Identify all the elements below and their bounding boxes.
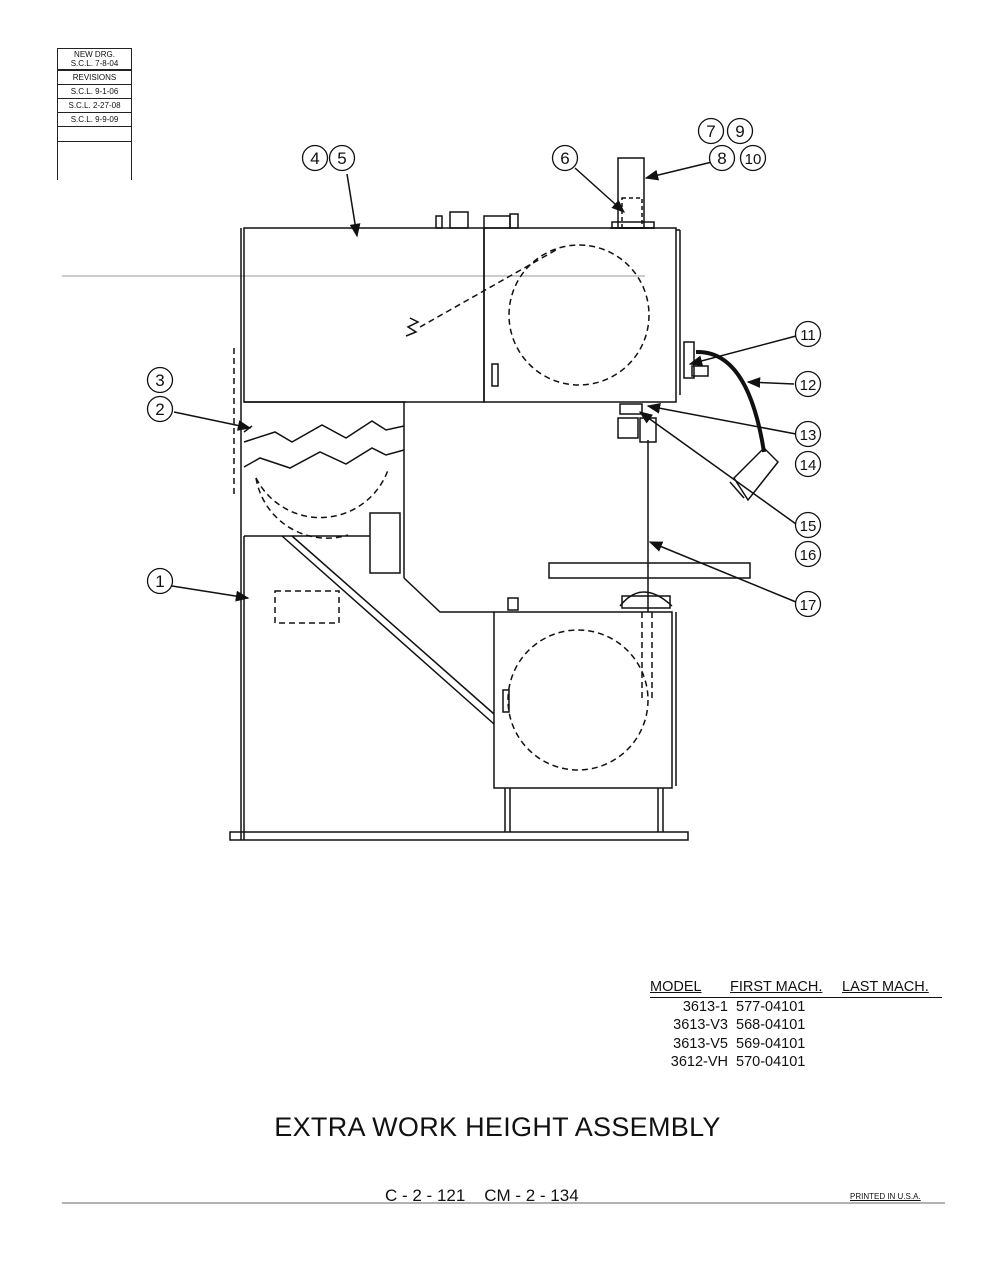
callout-3 [146,366,174,394]
first-mach-cell: 570-04101 [736,1054,806,1070]
work-table [548,562,751,579]
callout-17 [794,590,822,618]
revision-entry: S.C.L. 9-1-06 [58,85,131,99]
upper-wheel [508,244,650,386]
header-first-mach: FIRST MACH. [730,979,823,995]
callout-8 [708,144,736,172]
model-table-row: 3613-V5 569-04101 [650,1035,942,1054]
revision-entry: S.C.L. 9-9-09 [58,113,131,127]
callout-label: 2 [155,400,164,419]
upper-housing [243,227,485,403]
model-table-row: 3613-1 577-04101 [650,998,942,1017]
callout-4 [301,144,329,172]
column-window [369,512,401,574]
callout-label: 8 [717,149,726,168]
first-mach-cell: 568-04101 [736,1017,806,1033]
callout-label: 3 [155,371,164,390]
callout-label: 7 [706,122,715,141]
model-cell: 3613-V5 [673,1035,728,1052]
base-plate [229,831,689,841]
callout-label: 16 [800,547,817,564]
callout-7 [697,117,725,145]
callout-label: 10 [745,151,762,168]
model-table: MODEL FIRST MACH. LAST MACH. 3613-1 577-… [650,978,942,1072]
callout-label: 12 [800,377,817,394]
callout-label: 15 [800,518,817,535]
callout-label: 9 [735,122,744,141]
callout-9 [726,117,754,145]
header-model: MODEL [650,979,702,995]
column-outline [403,577,494,613]
first-mach-cell: 577-04101 [736,998,806,1015]
model-table-header: MODEL FIRST MACH. LAST MACH. [650,978,942,998]
revisions-header: REVISIONS [58,70,131,85]
callout-label: 14 [800,457,817,474]
nameplate [274,590,340,624]
header-last-mach: LAST MACH. [842,979,929,995]
callout-14 [794,450,822,478]
model-cell: 3613-1 [682,998,728,1015]
callout-11 [794,320,822,348]
revision-text: NEW DRG. [74,50,115,59]
revision-new-drawing: NEW DRG. S.C.L. 7-8-04 [58,48,131,70]
callout-16 [794,540,822,568]
lamp-gooseneck [695,349,766,453]
printed-in-label: PRINTED IN U.S.A. [850,1192,921,1201]
callout-12 [794,370,822,398]
callout-label: 17 [800,597,817,614]
callout-label: 5 [337,149,346,168]
callout-1 [146,567,174,595]
callout-13 [794,420,822,448]
upper-cover-latch [491,363,499,387]
callout-10 [739,144,767,172]
brace-line [281,535,495,725]
break-line-lower [243,447,405,469]
first-mach-cell: 569-04101 [736,1035,806,1052]
callout-label: 11 [800,327,816,344]
drawing-title: EXTRA WORK HEIGHT ASSEMBLY [274,1112,721,1142]
table-trunnion [619,591,673,607]
model-table-row: 3613-V3 568-04101 [650,1016,942,1035]
revision-block: NEW DRG. S.C.L. 7-8-04 REVISIONS S.C.L. … [57,48,132,180]
lower-wheel [507,629,649,771]
revision-entry: S.C.L. 2-27-08 [58,99,131,113]
break-line-upper [243,420,405,443]
upper-wheel-cover [483,227,677,403]
callout-2 [146,395,174,423]
callout-label: 13 [800,427,817,444]
model-table-row: 3612-VH 570-04101 [650,1053,942,1072]
callout-6 [551,144,579,172]
callout-5 [328,144,356,172]
model-cell: 3613-V3 [673,1017,728,1033]
drawing-number: C - 2 - 121 CM - 2 - 134 [385,1186,579,1205]
callout-label: 6 [560,149,569,168]
revision-text: S.C.L. 7-8-04 [70,59,119,68]
callout-label: 4 [310,149,319,168]
model-cell: 3612-VH [670,1054,728,1070]
lamp-head [733,446,780,502]
lower-cover-latch [502,689,510,713]
lower-wheel-cover [493,611,673,789]
callout-label: 1 [155,572,164,591]
callout-15 [794,511,822,539]
revision-blank [58,127,131,142]
